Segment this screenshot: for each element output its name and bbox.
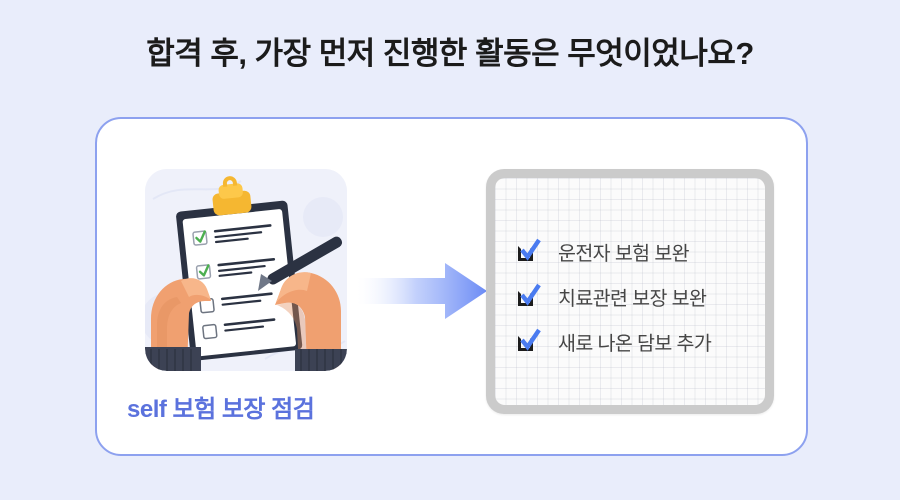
- checkmark-icon: [520, 283, 541, 306]
- left-hand: [145, 278, 211, 371]
- right-hand-with-pencil: [258, 236, 347, 371]
- checklist-item-label: 운전자 보험 보완: [558, 243, 690, 265]
- right-arrow-icon: [357, 263, 487, 319]
- checkmark-icon: [520, 328, 541, 351]
- checklist-paper: 운전자 보험 보완 치료관련 보장 보완: [495, 178, 765, 405]
- checklist-item-label: 치료관련 보장 보완: [558, 288, 707, 310]
- content-card: self 보험 보장 점검: [95, 117, 808, 456]
- checkmark-icon: [520, 238, 541, 261]
- checkbox-checked-icon[interactable]: [517, 283, 541, 308]
- illustration-block: [145, 169, 347, 371]
- page-title: 합격 후, 가장 먼저 진행한 활동은 무엇이었나요?: [146, 36, 754, 71]
- checklist: 운전자 보험 보완 치료관련 보장 보완: [495, 229, 765, 364]
- checkbox-checked-icon[interactable]: [517, 328, 541, 353]
- checklist-panel: 운전자 보험 보완 치료관련 보장 보완: [486, 169, 774, 414]
- clipboard-illustration: [145, 169, 347, 371]
- checklist-item[interactable]: 운전자 보험 보완: [495, 229, 765, 274]
- checklist-item[interactable]: 새로 나온 담보 추가: [495, 319, 765, 364]
- checkbox-checked-icon[interactable]: [517, 238, 541, 263]
- illustration-caption: self 보험 보장 점검: [127, 396, 315, 423]
- checklist-item[interactable]: 치료관련 보장 보완: [495, 274, 765, 319]
- clipboard-illustration-svg: [145, 169, 347, 371]
- checklist-item-label: 새로 나온 담보 추가: [558, 333, 712, 355]
